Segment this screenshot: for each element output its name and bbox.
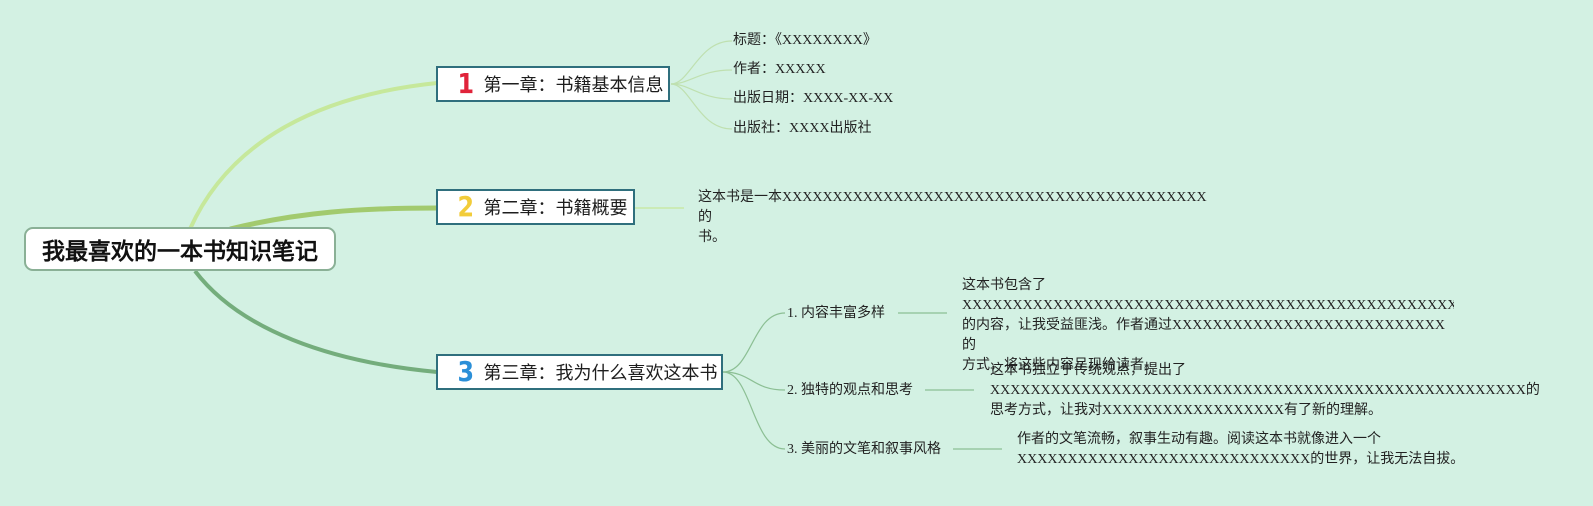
reason-2-line: XXXXXXXXXXXXXXXXXXXXXXXXXXXXXXXXXXXXXXXX… [990, 383, 1540, 398]
root-title: 我最喜欢的一本书知识笔记 [42, 239, 318, 265]
chapter-2-node[interactable]: 2 第二章：书籍概要 [436, 189, 635, 225]
reason-1-line: XXXXXXXXXXXXXXXXXXXXXXXXXXXXXXXXXXXXXXXX… [962, 298, 1454, 313]
branch-chapter-3 [193, 269, 438, 374]
reason-2-line: 思考方式，让我对XXXXXXXXXXXXXXXXXX有了新的理解。 [990, 403, 1382, 418]
reason-3-line: 作者的文笔流畅，叙事生动有趣。阅读这本书就像进入一个 [1017, 432, 1381, 447]
summary-line: 这本书是一本XXXXXXXXXXXXXXXXXXXXXXXXXXXXXXXXXX… [698, 190, 1207, 225]
leaf-connector [670, 83, 733, 130]
reason-connector [722, 312, 786, 373]
number-3-icon: 3 [457, 355, 475, 388]
reason-2-line: 这本书独立于传统观点，提出了 [990, 363, 1186, 378]
reason-3-label[interactable]: 3. 美丽的文笔和叙事风格 [787, 442, 941, 457]
summary-line: 书。 [698, 230, 726, 245]
chapter-1-node[interactable]: 1 第一章：书籍基本信息 [436, 66, 670, 102]
branch-chapter-2 [229, 205, 438, 232]
chapter-3-title: 第三章：我为什么喜欢这本书 [483, 363, 718, 384]
reason-3-line: XXXXXXXXXXXXXXXXXXXXXXXXXXXXX的世界，让我无法自拔。 [1017, 452, 1465, 467]
book-author-item[interactable]: 作者：XXXXX [733, 62, 826, 77]
reason-1-line: 这本书包含了 [962, 278, 1046, 293]
leaf-connector [670, 40, 733, 85]
leaf-connector [670, 69, 733, 85]
book-summary[interactable]: 这本书是一本XXXXXXXXXXXXXXXXXXXXXXXXXXXXXXXXXX… [698, 188, 1218, 248]
book-publisher-item[interactable]: 出版社：XXXX出版社 [733, 121, 872, 136]
chapter-1-title: 第一章：书籍基本信息 [483, 75, 664, 96]
reason-2-label[interactable]: 2. 独特的观点和思考 [787, 383, 913, 398]
reason-connector [722, 371, 786, 450]
leaf-connector [670, 83, 733, 100]
reason-1-line: 的内容，让我受益匪浅。作者通过XXXXXXXXXXXXXXXXXXXXXXXXX… [962, 318, 1445, 353]
chapter-3-node[interactable]: 3 第三章：我为什么喜欢这本书 [436, 354, 723, 390]
reason-1-detail[interactable]: 这本书包含了 XXXXXXXXXXXXXXXXXXXXXXXXXXXXXXXXX… [962, 276, 1454, 376]
reason-2-detail[interactable]: 这本书独立于传统观点，提出了 XXXXXXXXXXXXXXXXXXXXXXXXX… [990, 361, 1550, 421]
reason-1-line: 方式，将这些内容呈现给读者。 [962, 358, 1158, 373]
number-1-icon: 1 [457, 67, 475, 100]
branch-chapter-1 [188, 81, 438, 230]
reason-3-detail[interactable]: 作者的文笔流畅，叙事生动有趣。阅读这本书就像进入一个 XXXXXXXXXXXXX… [1017, 430, 1557, 470]
number-2-icon: 2 [457, 190, 475, 223]
book-title-item[interactable]: 标题：《XXXXXXXX》 [733, 33, 877, 48]
book-date-item[interactable]: 出版日期：XXXX-XX-XX [733, 91, 894, 106]
chapter-2-title: 第二章：书籍概要 [483, 198, 628, 219]
reason-1-label[interactable]: 1. 内容丰富多样 [787, 306, 885, 321]
root-node[interactable]: 我最喜欢的一本书知识笔记 [24, 227, 336, 271]
reason-connector [722, 371, 786, 391]
